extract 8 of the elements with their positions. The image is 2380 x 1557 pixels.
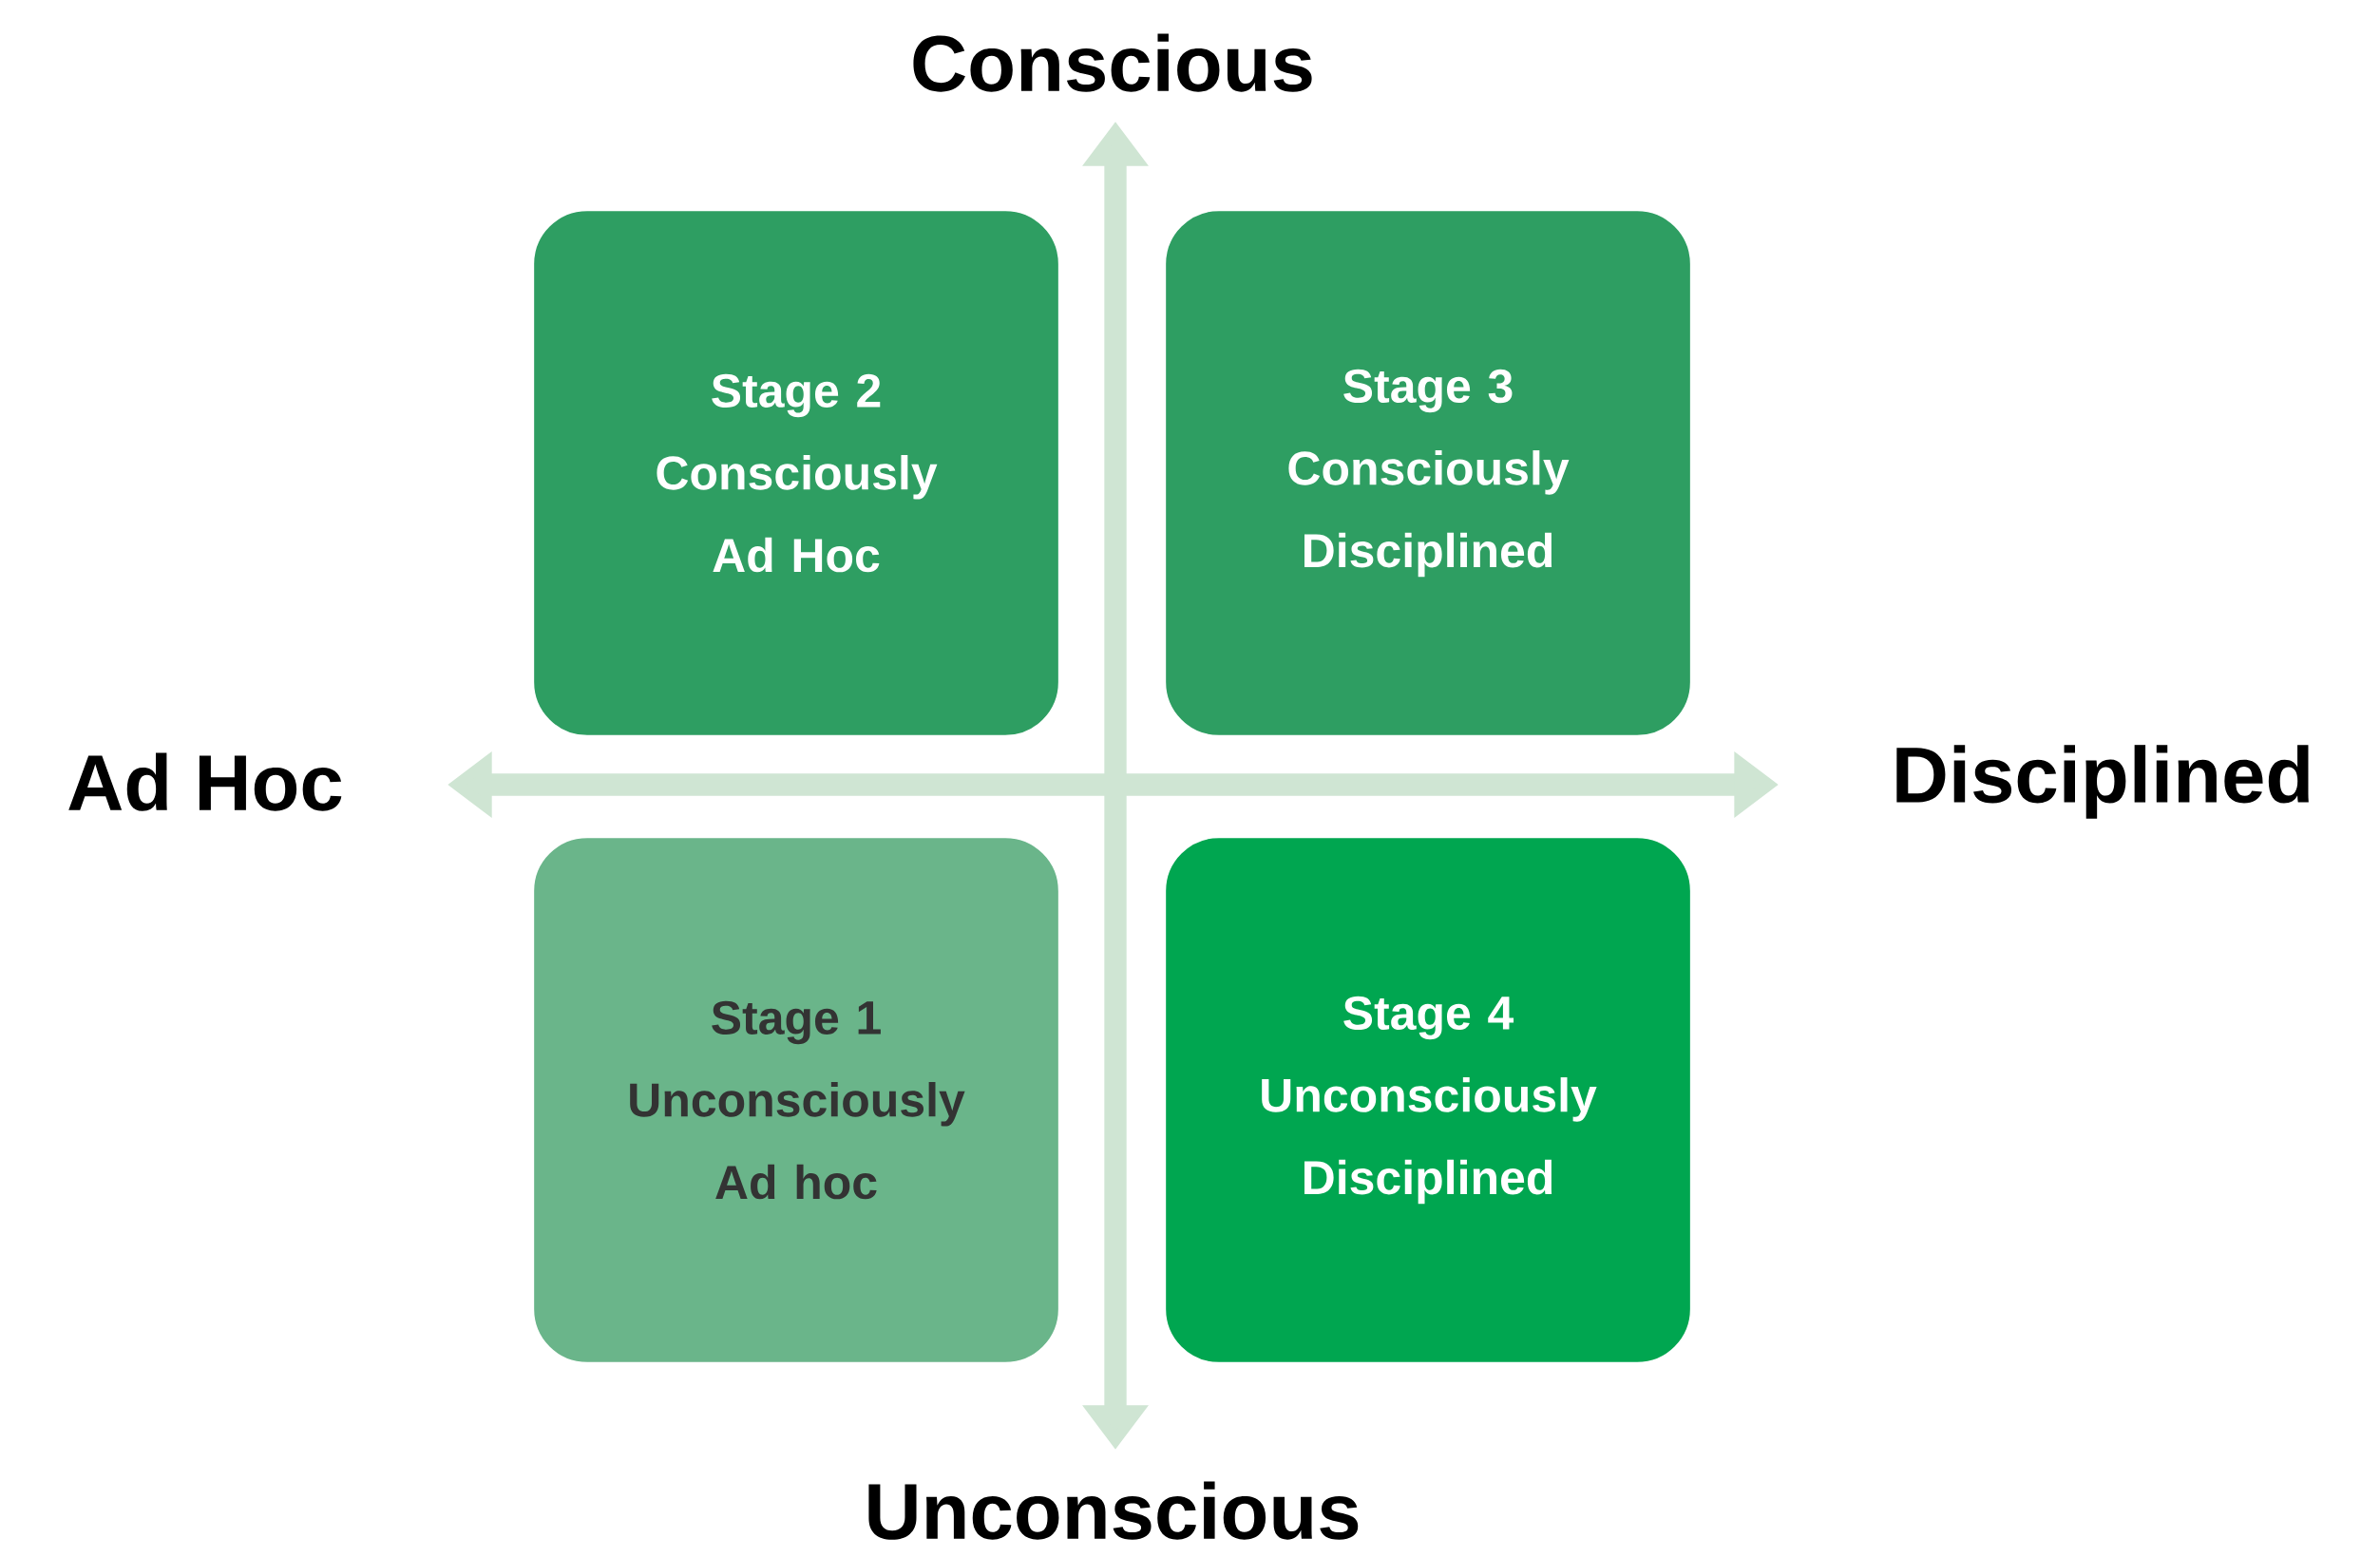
stage-box: Stage 3 Consciously Disciplined [1157, 202, 1699, 744]
axis-label: Disciplined [1896, 745, 2309, 819]
axis-label: Ad Hoc [68, 752, 342, 811]
axis-label: Unconscious [868, 1481, 1359, 1540]
stage-box: Stage 4 Unconsciously Disciplined [1157, 829, 1699, 1371]
stage-box: Stage 1 Unconsciously Ad hoc [525, 829, 1067, 1371]
stage-box: Stage 2 Consciously Ad Hoc [525, 202, 1067, 744]
axis-label: Conscious [913, 33, 1312, 92]
